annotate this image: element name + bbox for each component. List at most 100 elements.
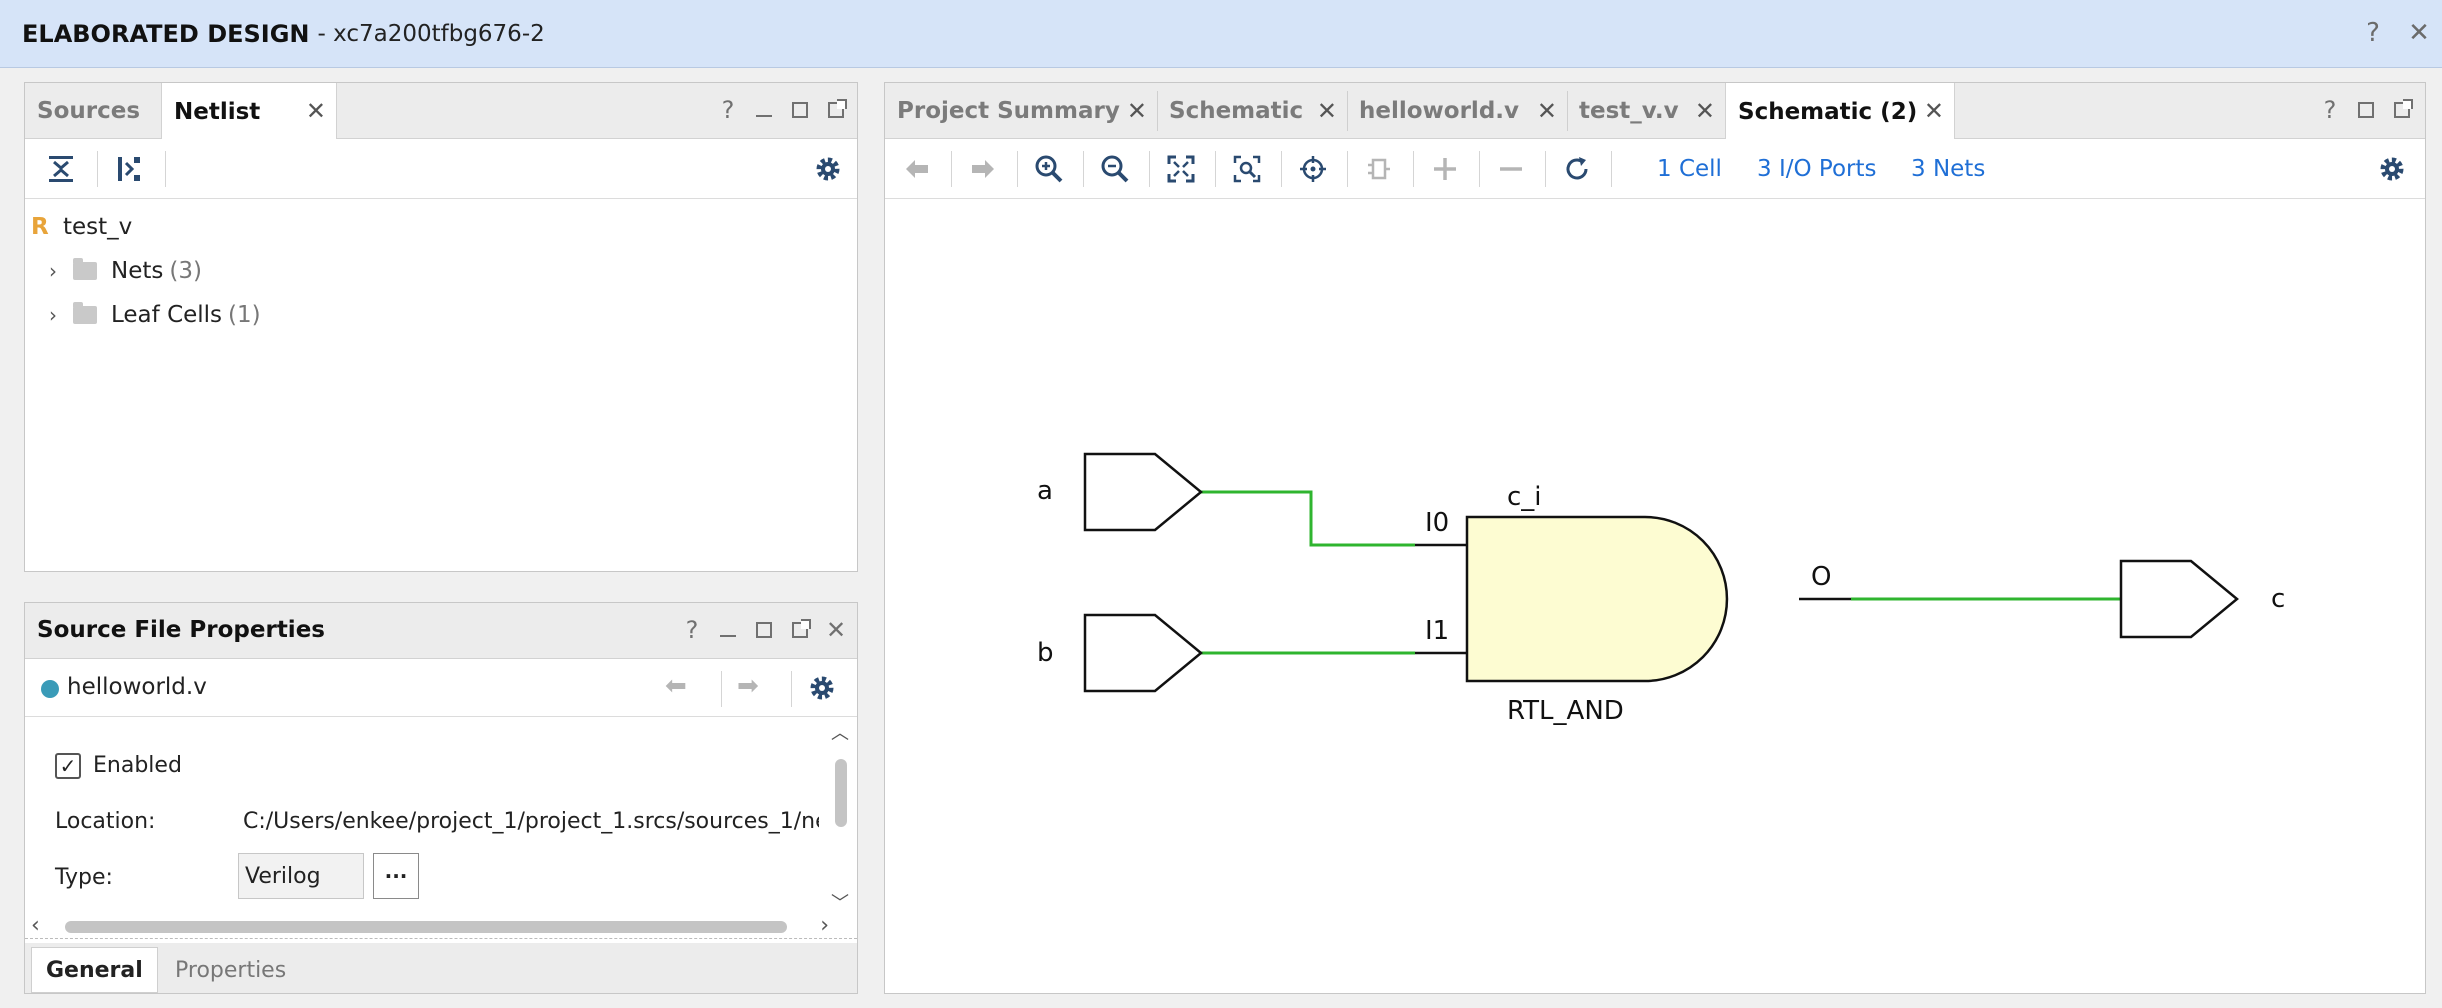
pin-label-o: O: [1811, 562, 1831, 592]
center-button[interactable]: [1293, 149, 1333, 189]
help-icon[interactable]: ?: [2323, 96, 2337, 124]
zoom-area-button[interactable]: [1227, 149, 1267, 189]
tree-root[interactable]: R test_v: [31, 207, 132, 247]
input-port-b[interactable]: [1083, 613, 1203, 693]
output-port-c[interactable]: [2119, 559, 2239, 639]
zoom-in-button[interactable]: [1029, 149, 1069, 189]
pin-label-i1: I1: [1425, 616, 1449, 646]
netlist-tree: R test_v › Nets (3) › Leaf Cells (1): [25, 201, 857, 571]
help-icon[interactable]: ?: [721, 96, 735, 124]
close-icon[interactable]: ✕: [825, 616, 847, 644]
expand-button[interactable]: [1425, 149, 1465, 189]
collapse-all-icon: [49, 156, 73, 182]
tab-general[interactable]: General: [31, 947, 158, 993]
tab-sources[interactable]: Sources: [37, 98, 141, 124]
scroll-right-icon[interactable]: ›: [820, 913, 829, 938]
close-icon[interactable]: ✕: [305, 97, 326, 125]
tree-root-label: test_v: [63, 214, 133, 240]
window-title: ELABORATED DESIGN: [22, 19, 310, 48]
netlist-panel: Sources Netlist ✕ ?: [24, 82, 858, 572]
maximize-icon[interactable]: [753, 617, 775, 643]
maximize-icon[interactable]: [789, 97, 811, 123]
zoom-out-icon: [1101, 155, 1129, 183]
help-button[interactable]: ?: [2366, 18, 2380, 48]
net-a[interactable]: [1201, 490, 1415, 547]
forward-arrow-icon[interactable]: ➡: [737, 671, 759, 701]
type-browse-button[interactable]: ···: [373, 853, 419, 899]
minimize-icon[interactable]: [753, 97, 775, 123]
file-dot-icon: [41, 680, 59, 698]
cell-icon: [1368, 158, 1390, 180]
properties-bottom-tabs: General Properties: [25, 943, 857, 993]
tab-netlist[interactable]: Netlist ✕: [161, 83, 337, 140]
file-name: helloworld.v: [67, 674, 207, 700]
close-icon[interactable]: ✕: [1536, 97, 1557, 125]
refresh-icon: [1566, 157, 1588, 180]
zoom-out-button[interactable]: [1095, 149, 1135, 189]
horizontal-scrollbar[interactable]: ‹ ›: [25, 913, 857, 939]
tree-item-nets[interactable]: › Nets (3): [43, 251, 202, 291]
folder-icon: [73, 258, 97, 280]
tab-test-v[interactable]: test_v.v ✕: [1579, 97, 1715, 125]
scroll-thumb[interactable]: [835, 759, 847, 827]
schematic-panel: Project Summary ✕ Schematic ✕ helloworld…: [884, 82, 2426, 994]
enabled-checkbox[interactable]: ✓: [55, 753, 81, 779]
back-button[interactable]: [897, 149, 937, 189]
port-label-a: a: [1037, 476, 1053, 506]
scroll-left-icon[interactable]: ‹: [31, 913, 40, 938]
tab-schematic-2[interactable]: Schematic (2) ✕: [1725, 83, 1955, 140]
panel-title: Source File Properties: [37, 617, 325, 643]
help-icon[interactable]: ?: [685, 616, 699, 644]
zoom-fit-icon: [1167, 155, 1195, 183]
float-icon[interactable]: [789, 617, 811, 643]
close-button[interactable]: ✕: [2408, 18, 2430, 48]
refresh-button[interactable]: [1557, 149, 1597, 189]
netlist-tabbar: Sources Netlist ✕ ?: [25, 83, 857, 140]
back-arrow-icon: [906, 160, 928, 178]
collapse-button[interactable]: [1491, 149, 1531, 189]
cell-count-link[interactable]: 1 Cell: [1657, 156, 1722, 182]
gear-icon[interactable]: [813, 154, 843, 184]
zoom-in-icon: [1035, 155, 1063, 183]
chevron-right-icon[interactable]: ›: [49, 259, 57, 283]
close-icon[interactable]: ✕: [1694, 97, 1715, 125]
properties-body: ✓ Enabled Location: C:/Users/enkee/proje…: [25, 719, 857, 915]
collapse-all-button[interactable]: [41, 149, 81, 189]
tab-helloworld[interactable]: helloworld.v ✕: [1359, 97, 1557, 125]
root-badge: R: [31, 214, 49, 240]
zoom-area-icon: [1233, 155, 1261, 183]
tab-project-summary[interactable]: Project Summary ✕: [897, 97, 1147, 125]
chevron-right-icon[interactable]: ›: [49, 303, 57, 327]
type-field[interactable]: Verilog: [238, 853, 364, 899]
input-port-a[interactable]: [1083, 452, 1203, 532]
maximize-icon[interactable]: [2355, 97, 2377, 123]
expand-all-button[interactable]: [109, 149, 149, 189]
close-icon[interactable]: ✕: [1126, 97, 1147, 125]
scroll-down-icon[interactable]: ﹀: [831, 893, 849, 914]
type-label: Type:: [55, 865, 113, 890]
gear-icon[interactable]: [2377, 154, 2407, 184]
float-icon[interactable]: [2391, 97, 2413, 123]
tree-item-leaf-cells[interactable]: › Leaf Cells (1): [43, 295, 261, 335]
scroll-up-icon[interactable]: ︿: [831, 723, 849, 744]
zoom-fit-button[interactable]: [1161, 149, 1201, 189]
gear-icon[interactable]: [807, 673, 837, 703]
schematic-canvas[interactable]: a b c_i RTL_AND I0 I1 O c: [885, 201, 2425, 993]
and-gate-cell[interactable]: [1465, 515, 1729, 683]
close-icon[interactable]: ✕: [1316, 97, 1337, 125]
close-icon[interactable]: ✕: [1923, 97, 1944, 125]
h-scroll-thumb[interactable]: [65, 921, 787, 933]
tab-properties[interactable]: Properties: [175, 957, 287, 983]
schematic-tabbar: Project Summary ✕ Schematic ✕ helloworld…: [885, 83, 2425, 140]
cell-button[interactable]: [1359, 149, 1399, 189]
io-ports-link[interactable]: 3 I/O Ports: [1757, 156, 1877, 182]
forward-button[interactable]: [963, 149, 1003, 189]
source-properties-panel: Source File Properties ? ✕ helloworld.v …: [24, 602, 858, 994]
tab-schematic[interactable]: Schematic ✕: [1169, 97, 1337, 125]
forward-arrow-icon: [972, 160, 994, 178]
float-icon[interactable]: [825, 97, 847, 123]
minimize-icon[interactable]: [717, 617, 739, 643]
back-arrow-icon[interactable]: ⬅: [665, 671, 687, 701]
vertical-scrollbar[interactable]: ︿ ﹀: [829, 719, 853, 915]
nets-link[interactable]: 3 Nets: [1911, 156, 1986, 182]
